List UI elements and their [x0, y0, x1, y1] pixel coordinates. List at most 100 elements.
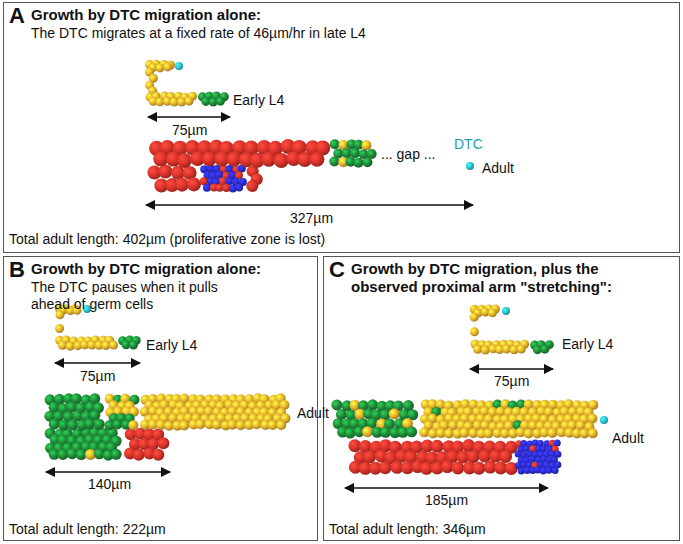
dimension-arrow [470, 368, 553, 370]
germ-cell [380, 427, 391, 438]
germ-cell [195, 419, 205, 429]
germ-cell [203, 184, 211, 192]
total-length: Total adult length: 222µm [9, 521, 166, 538]
germ-cell [470, 313, 479, 322]
panel-heading: Growth by DTC migration, plus the observ… [351, 260, 651, 296]
gap-label: ... gap ... [381, 146, 435, 162]
dtc-label: DTC [454, 136, 483, 152]
germ-cell [177, 153, 192, 168]
germ-cell [133, 449, 145, 461]
dimension-arrow [146, 204, 473, 206]
germ-cell [473, 345, 482, 354]
dimension-arrow [55, 362, 140, 364]
germ-cell [84, 418, 95, 429]
total-length: Total adult length: 402µm (proliferative… [9, 231, 325, 248]
germ-cell [216, 184, 224, 192]
stage-label: Early L4 [146, 337, 197, 353]
dtc-cell [466, 162, 474, 170]
stage-label: Early L4 [562, 336, 613, 352]
germ-cell [276, 420, 286, 430]
germ-cell [212, 420, 222, 430]
germ-cell [362, 426, 373, 437]
figure-panel: CGrowth by DTC migration, plus the obser… [323, 256, 680, 541]
germ-cell [246, 180, 258, 192]
dimension-label: 75µm [172, 122, 207, 138]
germ-cell [362, 157, 372, 167]
germ-cell [185, 97, 194, 106]
germ-cell [481, 346, 490, 355]
germ-cell [112, 419, 122, 429]
germ-cell [157, 437, 169, 449]
germ-cell [129, 340, 138, 349]
germ-cell [345, 428, 356, 439]
germ-cell [153, 151, 168, 166]
panel-letter: B [9, 257, 25, 283]
germ-cell [163, 62, 172, 71]
germ-cell [406, 426, 417, 437]
germ-cell [552, 467, 559, 474]
panel-letter: A [9, 3, 25, 29]
germ-cell [431, 440, 444, 453]
total-length: Total adult length: 346µm [329, 521, 486, 538]
germ-cell [329, 157, 339, 167]
dimension-label: 185µm [425, 492, 468, 508]
germ-cell [67, 419, 78, 430]
germ-cell [187, 177, 201, 191]
germ-cell [94, 419, 105, 430]
germ-cell [363, 451, 376, 464]
germ-cell [444, 428, 454, 438]
germ-cell [128, 420, 138, 430]
stage-label: Early L4 [233, 92, 284, 108]
dimension-label: 75µm [80, 368, 115, 384]
panel-heading: Growth by DTC migration alone: [31, 6, 261, 24]
germ-cell [101, 341, 110, 350]
figure-panel: BGrowth by DTC migration alone:The DTC p… [3, 256, 318, 541]
dimension-label: 140µm [88, 476, 131, 492]
germ-cell [179, 420, 189, 430]
germ-cell [499, 450, 512, 463]
germ-cell [379, 461, 392, 474]
germ-cell [216, 97, 225, 106]
dtc-cell [600, 416, 608, 424]
germ-cell [467, 450, 480, 463]
stage-label: Adult [612, 430, 644, 446]
germ-cell [524, 429, 534, 439]
germ-cell [389, 408, 400, 419]
dimension-arrow [46, 471, 170, 473]
germ-cell [547, 428, 557, 438]
germ-cell [158, 165, 172, 179]
germ-cell [540, 345, 549, 354]
germ-cell [473, 462, 486, 475]
germ-cell [588, 428, 598, 438]
dimension-arrow [345, 487, 548, 489]
germ-cell [361, 140, 371, 150]
stage-label: Adult [482, 160, 514, 176]
figure-panel: A Growth by DTC migration alone:The DTC m… [3, 2, 680, 253]
germ-cell [76, 449, 87, 460]
germ-cell [545, 467, 552, 474]
germ-cell [460, 428, 470, 438]
germ-cell [109, 341, 118, 350]
germ-cell [111, 449, 122, 460]
panel-body: The DTC migrates at a fixed rate of 46µm… [31, 25, 366, 42]
germ-cell [309, 152, 324, 167]
panel-letter: C [329, 257, 345, 283]
germ-cell [330, 139, 340, 149]
germ-cell [49, 419, 60, 430]
germ-cell [152, 449, 164, 461]
dimension-label: 75µm [494, 373, 529, 389]
germ-cell [451, 462, 464, 475]
germ-cell [55, 324, 64, 333]
germ-cell [57, 449, 68, 460]
germ-cell [419, 427, 429, 437]
germ-cell [488, 308, 497, 317]
germ-cell [517, 345, 526, 354]
germ-cell [353, 158, 363, 168]
germ-cell [268, 420, 278, 430]
panel-body: The DTC pauses when it pulls ahead of ge… [31, 279, 249, 313]
germ-cell [331, 399, 342, 410]
dimension-arrow [148, 116, 230, 118]
germ-cell [66, 342, 75, 351]
dtc-cell [175, 62, 183, 70]
dimension-label: 327µm [290, 210, 333, 226]
